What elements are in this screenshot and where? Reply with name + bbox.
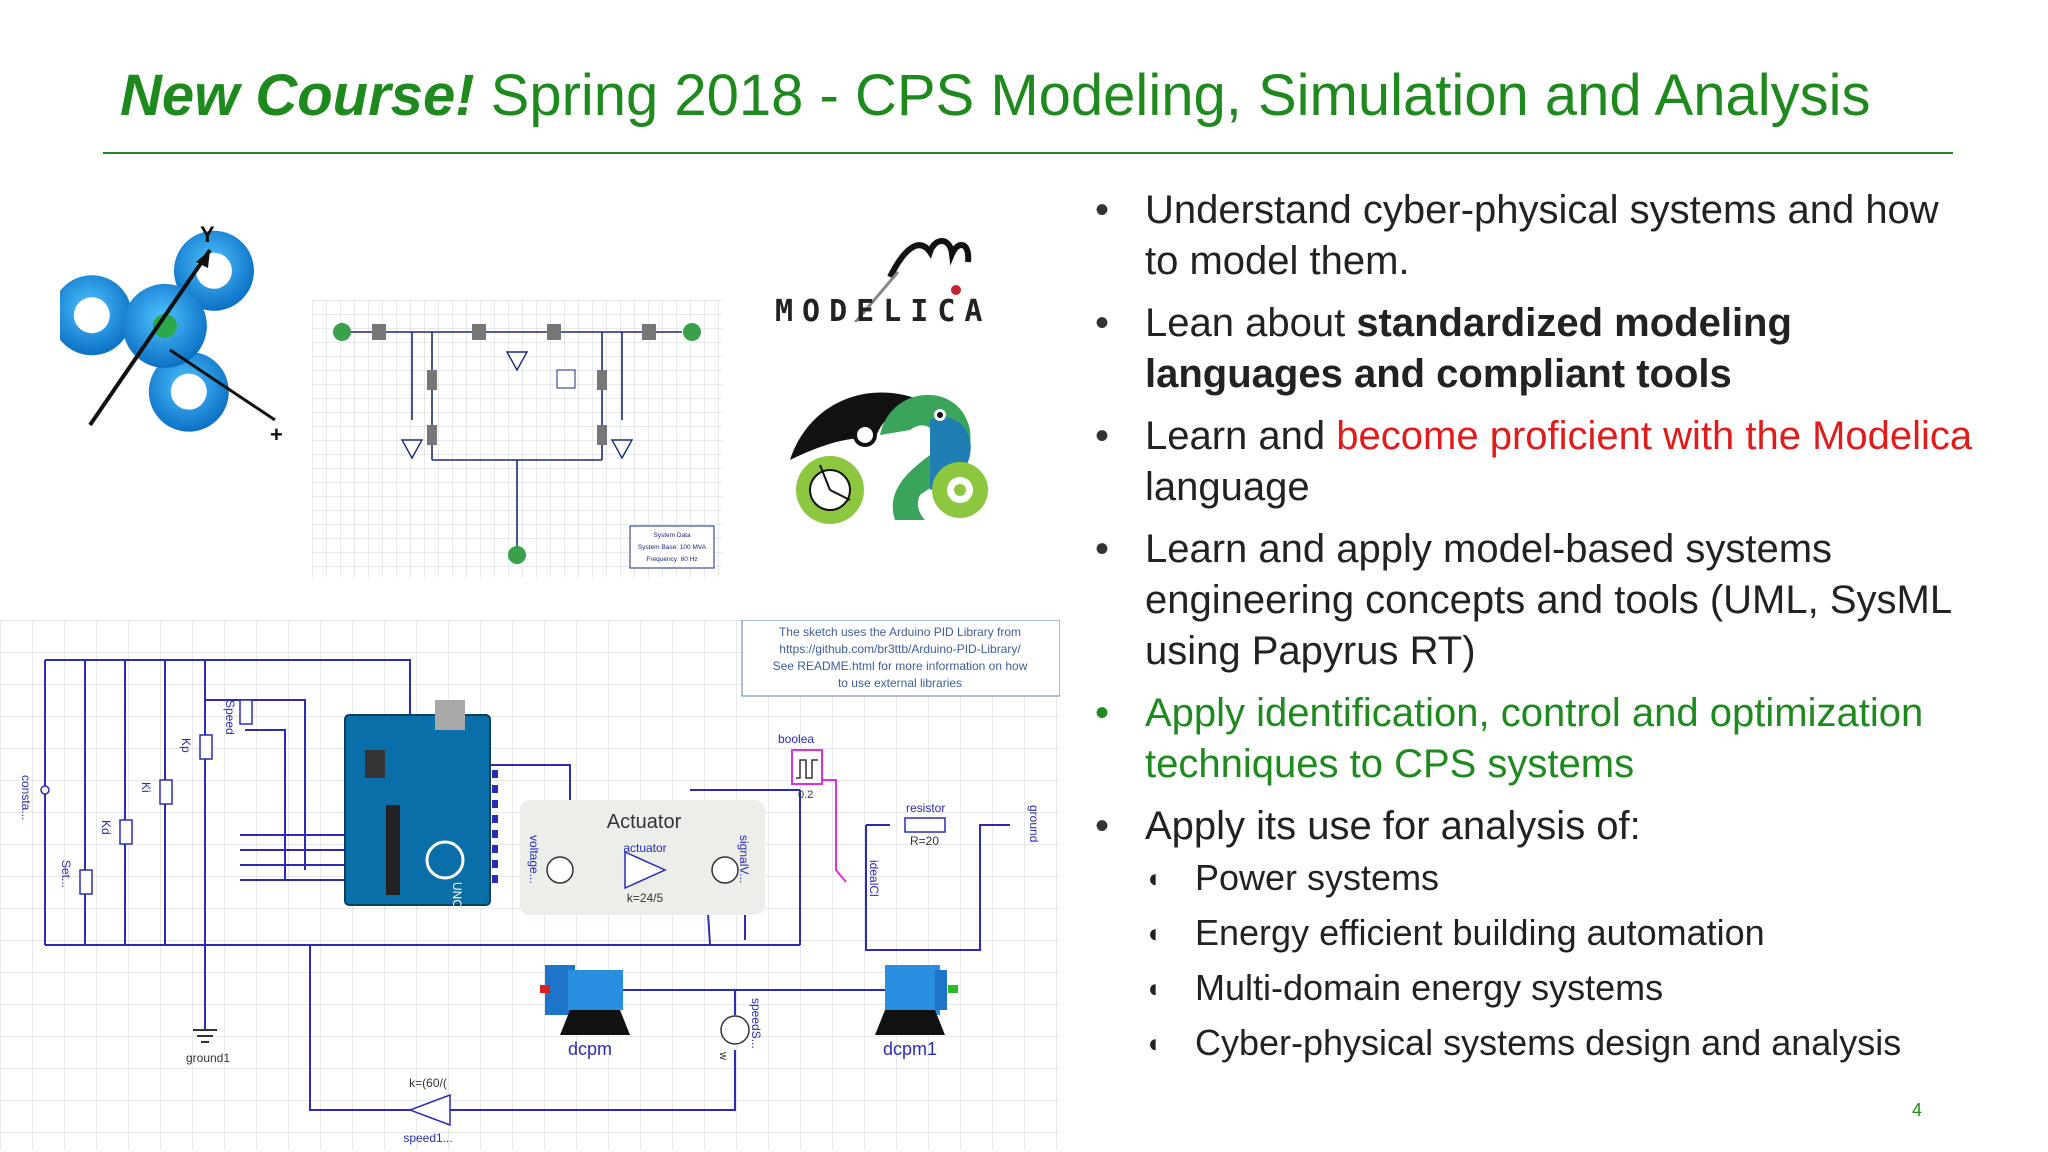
note-line-2: https://github.com/br3ttb/Arduino-PID-Li…: [779, 642, 1021, 656]
bullet-3-suffix: language: [1145, 465, 1310, 509]
actuator-label: actuator: [623, 841, 666, 855]
bullet-2-bold: standardized modeling languages and comp…: [1145, 301, 1792, 396]
const-label: consta...: [19, 775, 33, 820]
arduino-control-diagram: The sketch uses the Arduino PID Library …: [0, 620, 1060, 1150]
dcpm1-label: dcpm1: [883, 1039, 937, 1059]
boolean-value: 0.2: [798, 789, 813, 801]
svg-text:Y: Y: [200, 222, 215, 247]
sub-item-energy: Multi-domain energy systems: [1145, 968, 1975, 1009]
dcpm1-motor: [875, 965, 958, 1035]
sub-item-building: Energy efficient building automation: [1145, 913, 1975, 954]
title-emphasis: New Course!: [120, 63, 475, 128]
speed1-label: speed1...: [403, 1131, 452, 1145]
power-info-line-1: System Data: [653, 532, 691, 539]
voltage-label: voltage...: [527, 835, 541, 884]
actuator-title: Actuator: [607, 811, 682, 833]
bullet-3-text: Learn and: [1145, 414, 1337, 458]
dcpm-motor: [540, 965, 630, 1035]
bullet-mbse: Learn and apply model-based systems engi…: [1095, 524, 1975, 677]
kd-label: Kd: [99, 820, 113, 835]
analysis-sublist: Power systems Energy efficient building …: [1145, 858, 1975, 1064]
bullet-3-highlight: become proficient with the Modelica: [1336, 414, 1973, 458]
ideal-label: idealCl: [867, 860, 881, 897]
k60-label: k=(60/(: [409, 1076, 447, 1090]
page-number: 4: [1912, 1100, 1923, 1120]
note-line-4: to use external libraries: [838, 676, 962, 690]
bullet-modelica: Learn and become proficient with the Mod…: [1095, 411, 1975, 513]
bullet-identification: Apply identification, control and optimi…: [1095, 688, 1975, 790]
note-line-3: See README.html for more information on …: [773, 659, 1028, 673]
sub-item-cps-design: Cyber-physical systems design and analys…: [1145, 1023, 1975, 1064]
bullet-6-text: Apply its use for analysis of:: [1145, 804, 1641, 848]
course-objectives-list: Understand cyber-physical systems and ho…: [1095, 185, 1975, 1078]
set-label: Set...: [59, 860, 73, 888]
spinner-illustration: Y +: [60, 222, 283, 447]
bullet-2-text: Lean about: [1145, 301, 1357, 345]
resistor-label: resistor: [906, 801, 945, 815]
dcpm-label: dcpm: [568, 1039, 612, 1059]
ground1-label: ground1: [186, 1051, 230, 1065]
bullet-analysis: Apply its use for analysis of: Power sys…: [1095, 801, 1975, 1063]
resistor-value: R=20: [910, 834, 939, 848]
power-system-diagram: System Data System Base: 100 MVA Frequen…: [312, 300, 722, 578]
title-divider: [103, 152, 1953, 154]
sub-item-power: Power systems: [1145, 858, 1975, 899]
title-rest: Spring 2018 - CPS Modeling, Simulation a…: [474, 63, 1871, 128]
bullet-understand-cps: Understand cyber-physical systems and ho…: [1095, 185, 1975, 287]
power-info-line-3: Frequency: 60 Hz: [646, 556, 697, 563]
bullet-standardized-languages: Lean about standardized modeling languag…: [1095, 298, 1975, 400]
boolean-label: boolea: [778, 732, 814, 746]
svg-text:+: +: [270, 422, 283, 447]
signal-label: signalV...: [737, 835, 751, 883]
speed-sensor-label: speedS...: [749, 998, 763, 1049]
uno-label: UNO: [450, 882, 464, 909]
gain-label: k=24/5: [627, 891, 664, 905]
modelica-wordmark: MODELICA: [775, 294, 992, 329]
speed-pot-label: Speed: [223, 700, 237, 735]
modelica-logo: MODELICA: [770, 232, 1020, 353]
note-line-1: The sketch uses the Arduino PID Library …: [779, 625, 1021, 639]
ground-label: ground: [1027, 805, 1041, 842]
kp-label: Kp: [179, 738, 193, 753]
openmodelica-logo: [790, 392, 988, 524]
slide-title: New Course! Spring 2018 - CPS Modeling, …: [120, 62, 1871, 129]
power-info-line-2: System Base: 100 MVA: [638, 544, 707, 551]
ki-label: Ki: [139, 782, 153, 793]
w-label: w: [717, 1051, 729, 1060]
